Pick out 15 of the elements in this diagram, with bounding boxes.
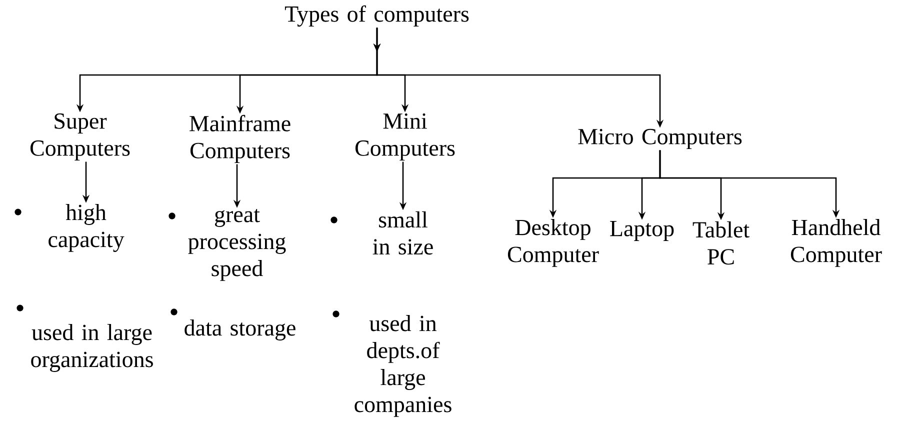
category-label: Mainframe Computers	[190, 114, 290, 164]
category-label: Tablet PC	[692, 221, 750, 265]
category-label: Super Computers	[30, 113, 130, 161]
bullet-text: small in size	[372, 211, 433, 255]
category-label: Micro Computers	[578, 128, 742, 150]
category-label: Desktop Computer	[508, 219, 599, 267]
category-label: Laptop	[610, 221, 674, 241]
category-label: Handheld Computer	[790, 219, 882, 267]
bullet-text: used in depts.of large companies	[354, 315, 452, 417]
bullet-text: data storage	[184, 320, 296, 340]
category-label: Mini Computers	[355, 113, 455, 161]
heading: Types of computers	[284, 5, 469, 27]
bullet-text: great processing speed	[188, 209, 286, 281]
bullet-text: used in large organizations	[31, 324, 153, 372]
bullet-text: high capacity	[48, 204, 124, 252]
